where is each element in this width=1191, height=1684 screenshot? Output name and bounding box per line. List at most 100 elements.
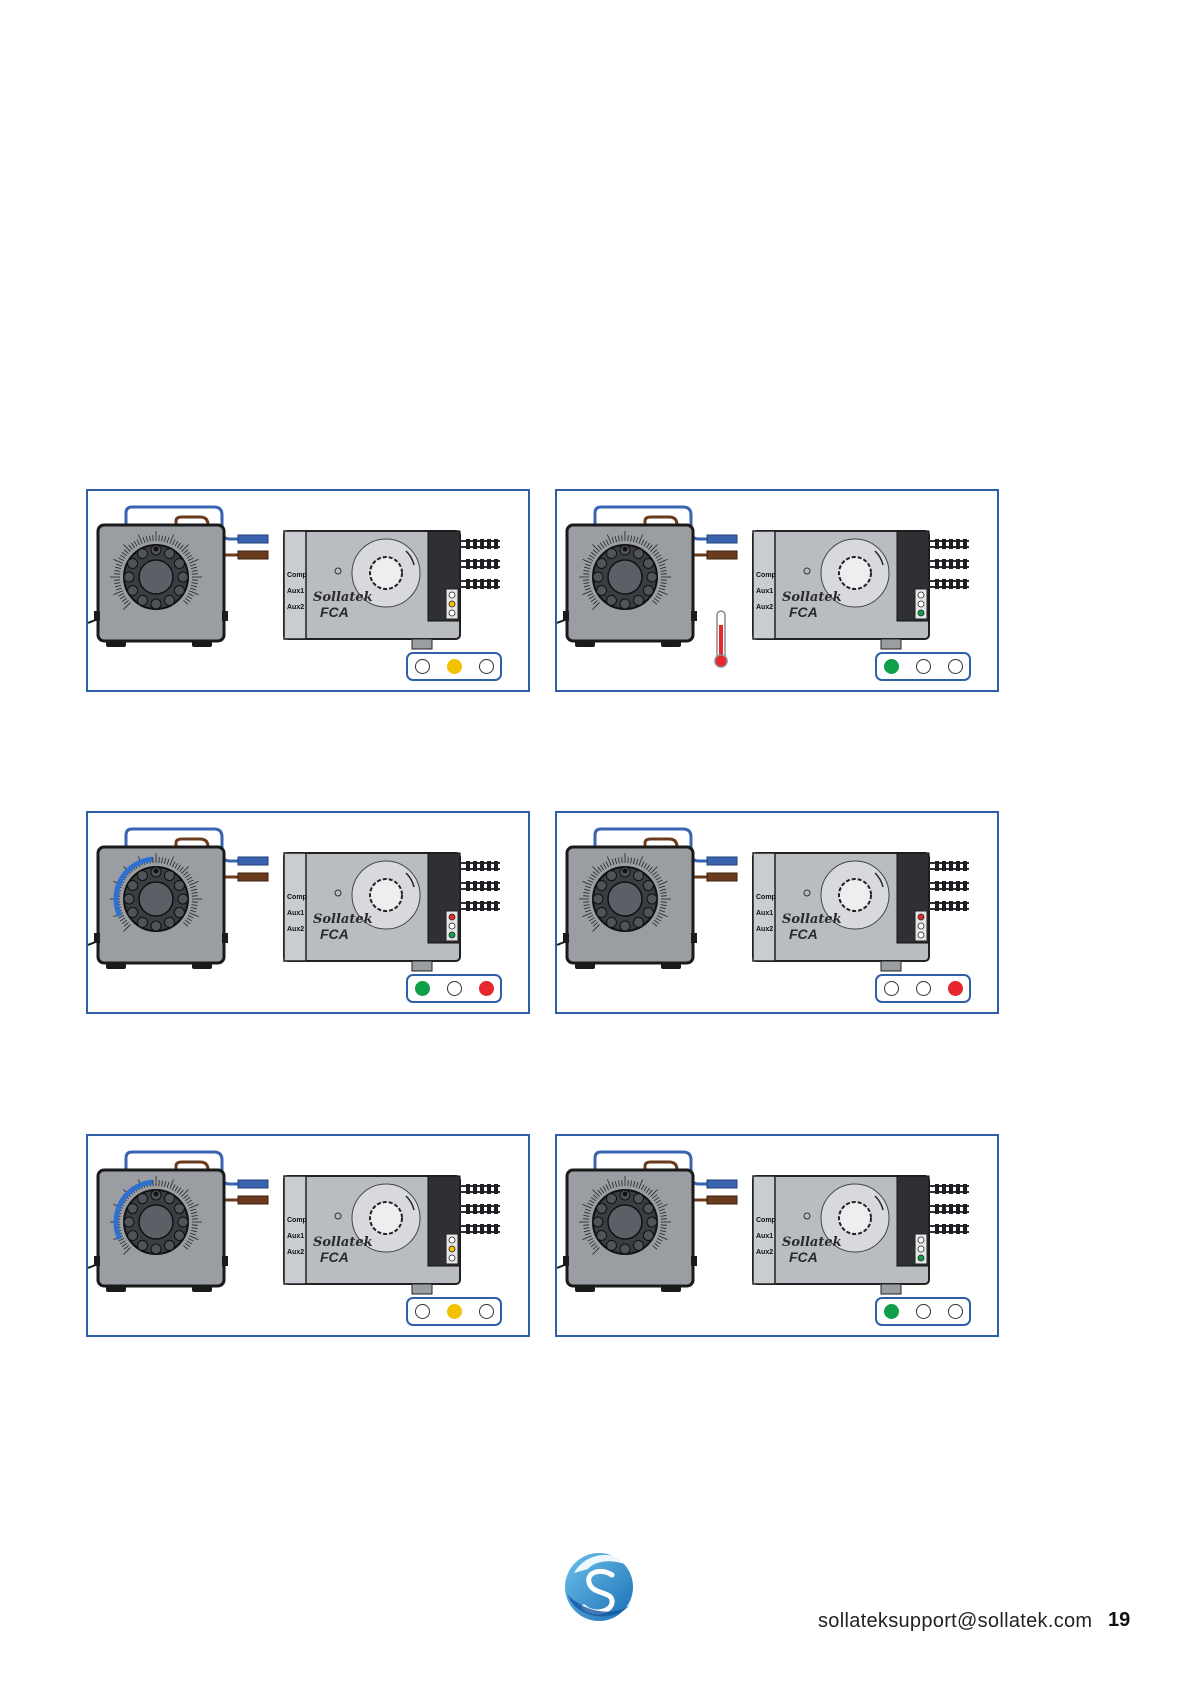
dial-knob-grip <box>178 1217 188 1227</box>
dial-knob-grip <box>178 894 188 904</box>
fca-controller: CompAux1Aux2SollatekFCA <box>753 1176 969 1294</box>
dial-knob-grip <box>647 572 657 582</box>
blue-wire-terminal <box>238 535 268 543</box>
dial-knob-grip <box>643 881 653 891</box>
dial-knob-grip <box>647 1217 657 1227</box>
dial-knob-grip <box>607 917 617 927</box>
dial-knob-center <box>608 882 642 916</box>
thermostat-bracket-right <box>691 1256 697 1266</box>
led-status-box <box>875 974 971 1003</box>
thermostat-foot-right <box>192 1286 212 1292</box>
fca-model: FCA <box>320 1249 349 1265</box>
dial-knob-center <box>608 560 642 594</box>
fca-dial <box>370 1202 402 1234</box>
thermostat-foot-left <box>106 641 126 647</box>
dial-knob-grip <box>138 871 148 881</box>
dial-knob-grip <box>597 908 607 918</box>
led-status-box <box>406 652 502 681</box>
fca-led-2 <box>918 1246 924 1252</box>
fca-model: FCA <box>320 926 349 942</box>
status-led-2 <box>916 981 931 996</box>
brown-wire-terminal <box>238 873 268 881</box>
dial-knob-grip <box>165 549 175 559</box>
dial-knob-grip <box>124 1217 134 1227</box>
fca-led-3 <box>918 932 924 938</box>
fca-label-aux2: Aux2 <box>287 926 304 933</box>
dial-knob-grip <box>165 1194 175 1204</box>
dial-knob-grip <box>620 1244 630 1254</box>
fca-model: FCA <box>789 926 818 942</box>
led-status-box <box>406 1297 502 1326</box>
dial-knob-grip <box>647 894 657 904</box>
fca-label-comp: Comp <box>756 1217 776 1224</box>
fca-terminal-strip <box>753 1176 775 1284</box>
thermometer-icon <box>715 611 727 667</box>
dial-knob-grip <box>124 894 134 904</box>
dial-knob-center <box>139 882 173 916</box>
fca-dial <box>370 879 402 911</box>
brown-wire-terminal <box>707 873 737 881</box>
status-led-1 <box>884 981 899 996</box>
brown-wire-terminal <box>707 551 737 559</box>
fca-label-aux1: Aux1 <box>287 1233 304 1240</box>
dial-knob-grip <box>643 1231 653 1241</box>
fca-brand: Sollatek <box>313 912 373 927</box>
status-led-2 <box>447 659 462 674</box>
thermostat-foot-left <box>575 641 595 647</box>
dial-knob-grip <box>165 917 175 927</box>
dial-knob-grip <box>607 871 617 881</box>
dial-knob-grip <box>174 1231 184 1241</box>
footer-email[interactable]: sollateksupport@sollatek.com <box>818 1610 1092 1633</box>
fca-label-comp: Comp <box>287 1217 307 1224</box>
fca-label-aux2: Aux2 <box>287 604 304 611</box>
thermostat <box>557 1170 697 1292</box>
panel-3: CompAux1Aux2SollatekFCA <box>86 811 530 1014</box>
thermostat <box>88 1170 228 1292</box>
fca-dial <box>839 879 871 911</box>
led-status-box <box>875 1297 971 1326</box>
dial-knob-center <box>608 1205 642 1239</box>
thermostat-foot-left <box>575 1286 595 1292</box>
fca-brand: Sollatek <box>782 912 842 927</box>
thermostat-bracket-right <box>691 611 697 621</box>
dial-knob-grip <box>174 586 184 596</box>
dial-knob-grip <box>128 559 138 569</box>
dial-knob-grip <box>174 881 184 891</box>
dial-marker <box>154 547 159 552</box>
thermostat <box>88 525 228 647</box>
brown-wire-terminal <box>238 1196 268 1204</box>
fca-label-aux2: Aux2 <box>756 604 773 611</box>
dial-knob-grip <box>597 881 607 891</box>
fca-label-aux2: Aux2 <box>756 926 773 933</box>
dial-knob-grip <box>607 1240 617 1250</box>
dial-knob-grip <box>634 549 644 559</box>
dial-knob-grip <box>643 559 653 569</box>
fca-terminal-strip <box>284 1176 306 1284</box>
fca-controller: CompAux1Aux2SollatekFCA <box>284 853 500 971</box>
dial-knob-center <box>139 1205 173 1239</box>
dial-knob-grip <box>138 1240 148 1250</box>
thermostat-foot-left <box>575 963 595 969</box>
dial-knob-grip <box>128 586 138 596</box>
thermostat-foot-right <box>661 1286 681 1292</box>
dial-knob-grip <box>597 586 607 596</box>
dial-knob-grip <box>128 1231 138 1241</box>
dial-knob-grip <box>128 881 138 891</box>
status-led-2 <box>916 659 931 674</box>
fca-terminal-strip <box>753 531 775 639</box>
led-status-box <box>875 652 971 681</box>
page-number: 19 <box>1108 1609 1130 1632</box>
status-led-3 <box>948 1304 963 1319</box>
dial-knob-grip <box>128 1204 138 1214</box>
thermostat <box>88 847 228 969</box>
fca-bracket <box>412 639 432 649</box>
fca-led-3 <box>449 610 455 616</box>
panel-6: CompAux1Aux2SollatekFCA <box>555 1134 999 1337</box>
thermostat-bracket-right <box>691 933 697 943</box>
status-led-2 <box>447 981 462 996</box>
status-led-2 <box>916 1304 931 1319</box>
dial-knob-grip <box>593 894 603 904</box>
